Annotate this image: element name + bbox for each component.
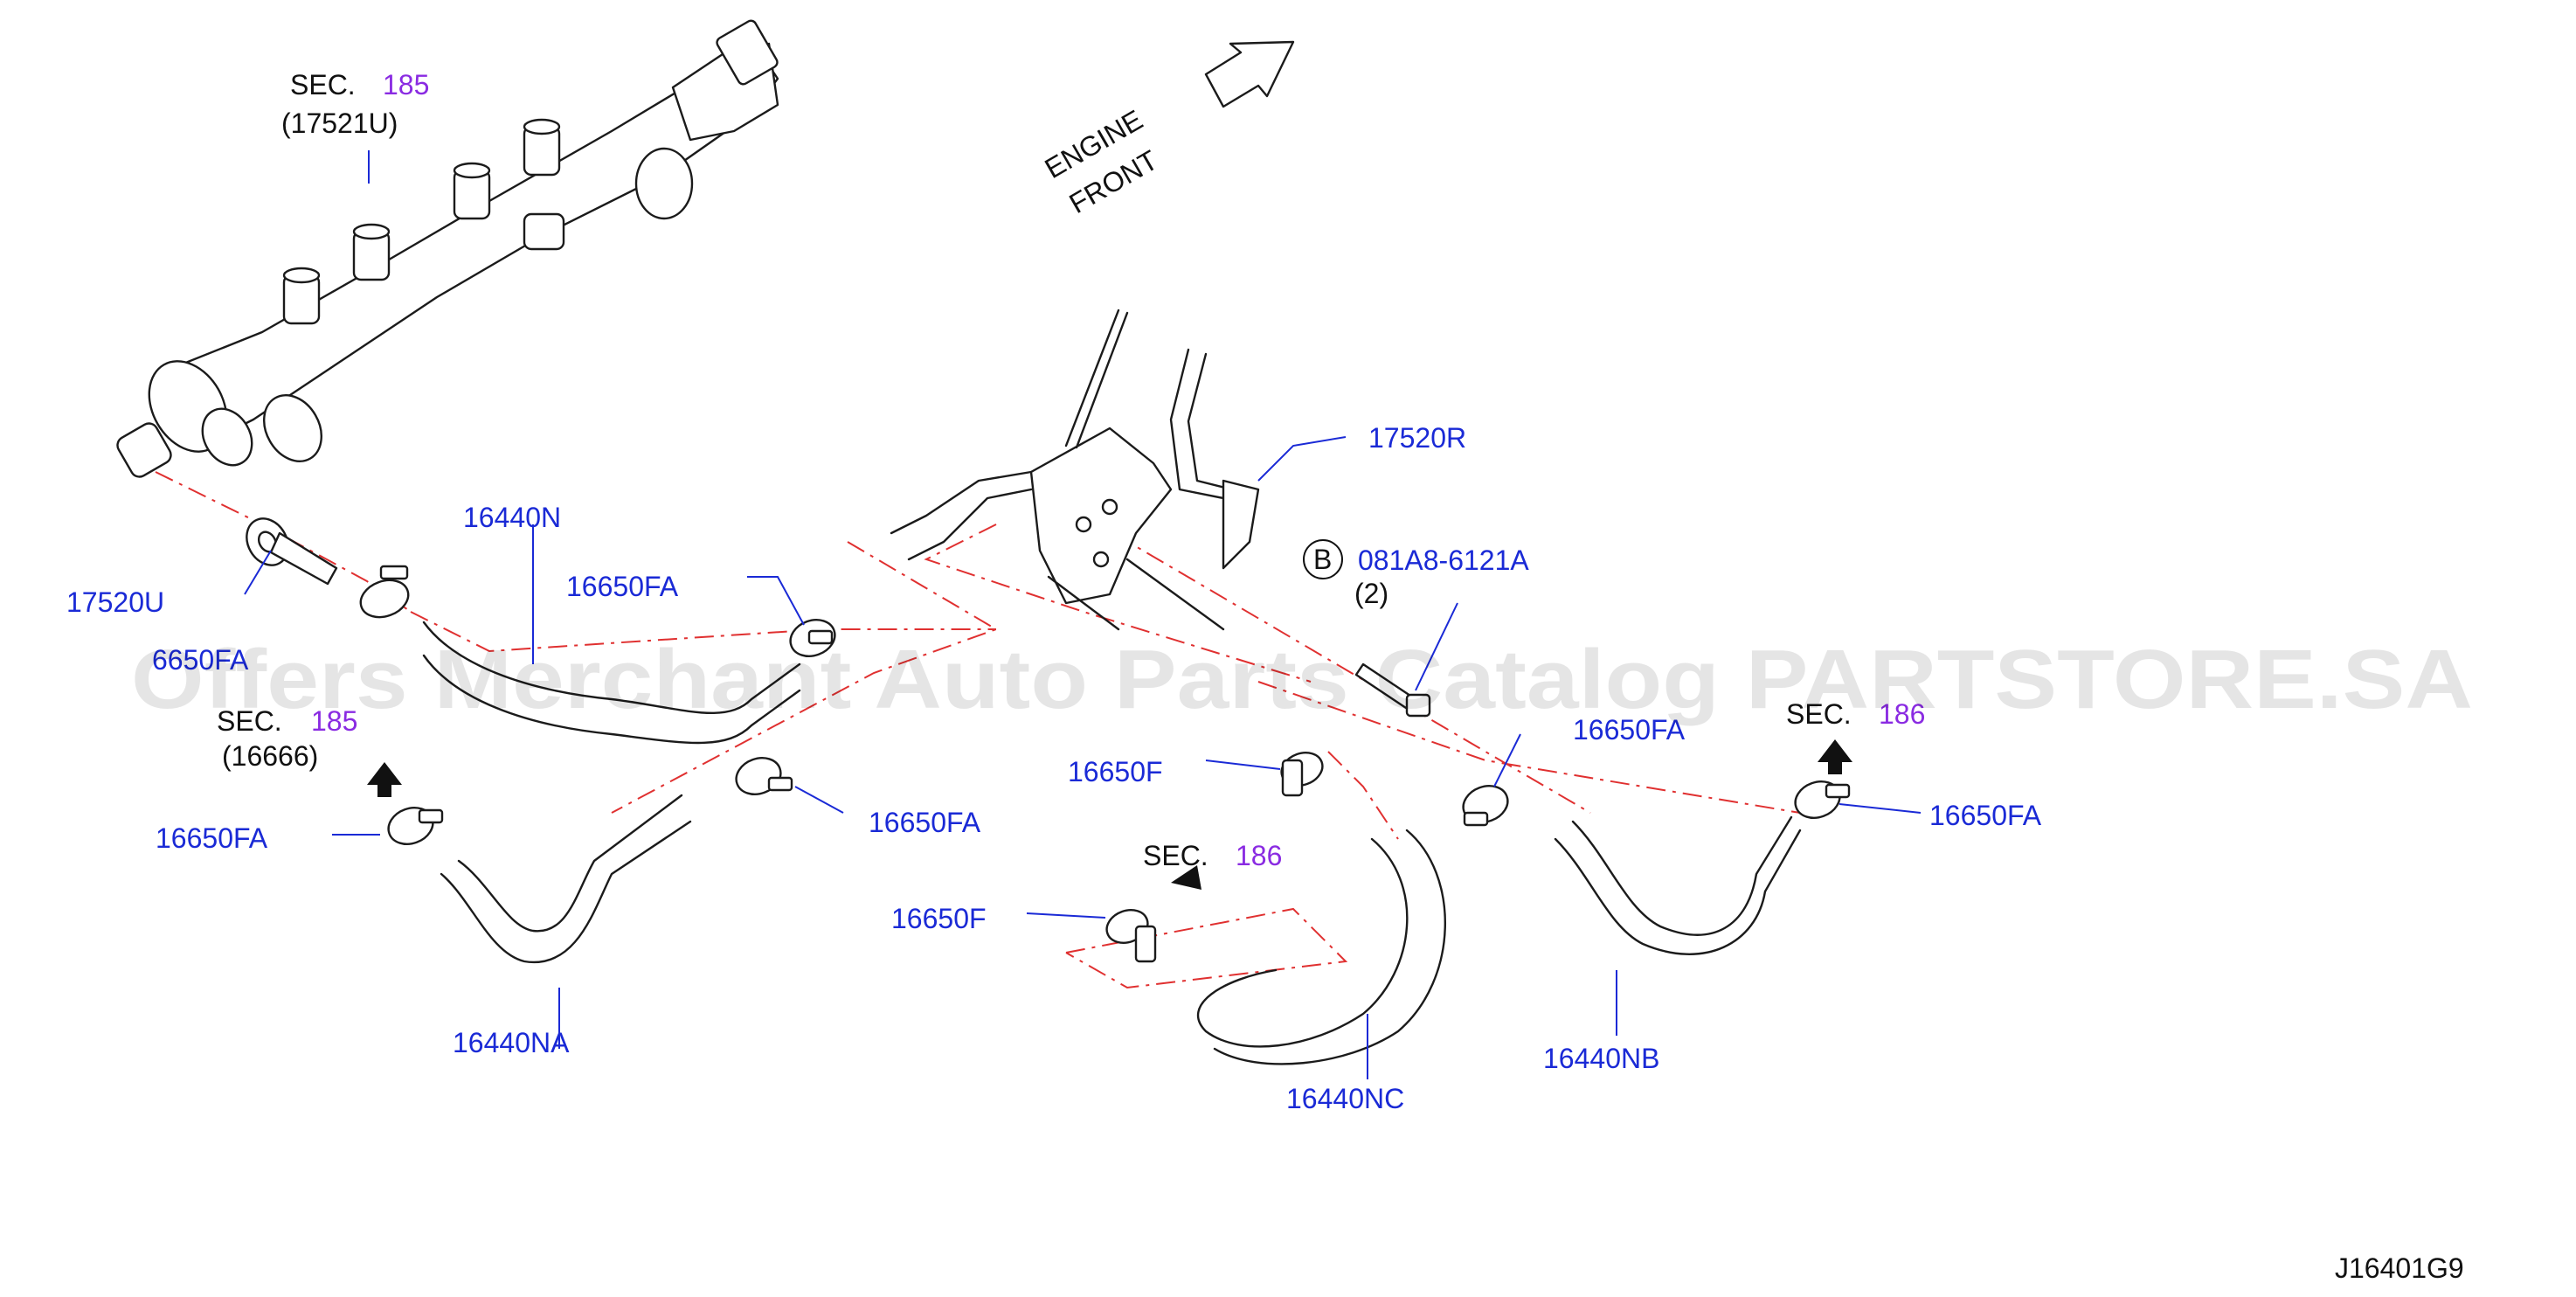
part-label-16440NB[interactable]: 16440NB <box>1543 1043 1659 1074</box>
part-label-16440N[interactable]: 16440N <box>463 502 561 533</box>
part-label-16650FA[interactable]: 16650FA <box>566 571 679 602</box>
part-label-16650FA[interactable]: 16650FA <box>1573 714 1686 746</box>
engine-front-arrow-icon <box>1204 40 1295 108</box>
part-label-17520R[interactable]: 17520R <box>1368 422 1466 454</box>
sec-ref-prefix: SEC. <box>217 705 282 737</box>
sec-ref-sub: (17521U) <box>281 108 398 139</box>
fuel-rail[interactable] <box>114 19 779 481</box>
sec-ref-prefix: SEC. <box>1143 840 1208 871</box>
part-label-17520U[interactable]: 17520U <box>66 586 164 618</box>
part-label-081A8-6121A[interactable]: 081A8-6121A <box>1358 544 1529 576</box>
banjo-fitting[interactable] <box>239 511 338 586</box>
bolt[interactable] <box>1354 662 1431 718</box>
sec-ref-sub: (16666) <box>222 740 318 772</box>
part-label-16650FA[interactable]: 16650FA <box>869 807 981 838</box>
part-label-16650F[interactable]: 16650F <box>891 903 987 934</box>
sec-ref-number[interactable]: 186 <box>1236 840 1282 871</box>
leader-lines <box>244 150 1922 1079</box>
hose-clamps[interactable] <box>356 565 1851 963</box>
bolt-marker-letter: B <box>1313 544 1332 575</box>
sec-ref-number[interactable]: 186 <box>1879 698 1925 730</box>
sec-ref-prefix: SEC. <box>290 69 356 101</box>
bolt-qty: (2) <box>1354 578 1388 609</box>
bolt-marker-circle <box>1303 539 1343 579</box>
up-arrow-icon <box>367 762 402 797</box>
right-arrow-icon <box>1171 865 1201 890</box>
part-label-16650FA[interactable]: 16650FA <box>1929 800 2042 831</box>
part-label-16440NC[interactable]: 16440NC <box>1286 1083 1404 1114</box>
direction-arrows <box>367 739 1852 890</box>
up-arrow-icon <box>1818 739 1852 774</box>
sec-ref-number[interactable]: 185 <box>383 69 429 101</box>
watermark: Offers Merchant Auto Parts Catalog PARTS… <box>131 633 2473 726</box>
fuel-pipe-bracket[interactable] <box>890 309 1260 631</box>
labels: SEC. 185 (17521U) ENGINE FRONT 17520U 16… <box>66 69 2464 1284</box>
sec-ref-prefix: SEC. <box>1786 698 1852 730</box>
part-label-16650F[interactable]: 16650F <box>1068 756 1163 787</box>
part-label-partial[interactable]: 6650FA <box>152 644 249 676</box>
hoses[interactable] <box>422 621 1802 1065</box>
part-label-16440NA[interactable]: 16440NA <box>453 1027 570 1058</box>
sec-ref-number[interactable]: 185 <box>311 705 357 737</box>
part-label-16650FA[interactable]: 16650FA <box>156 822 268 854</box>
figure-code: J16401G9 <box>2335 1252 2464 1284</box>
